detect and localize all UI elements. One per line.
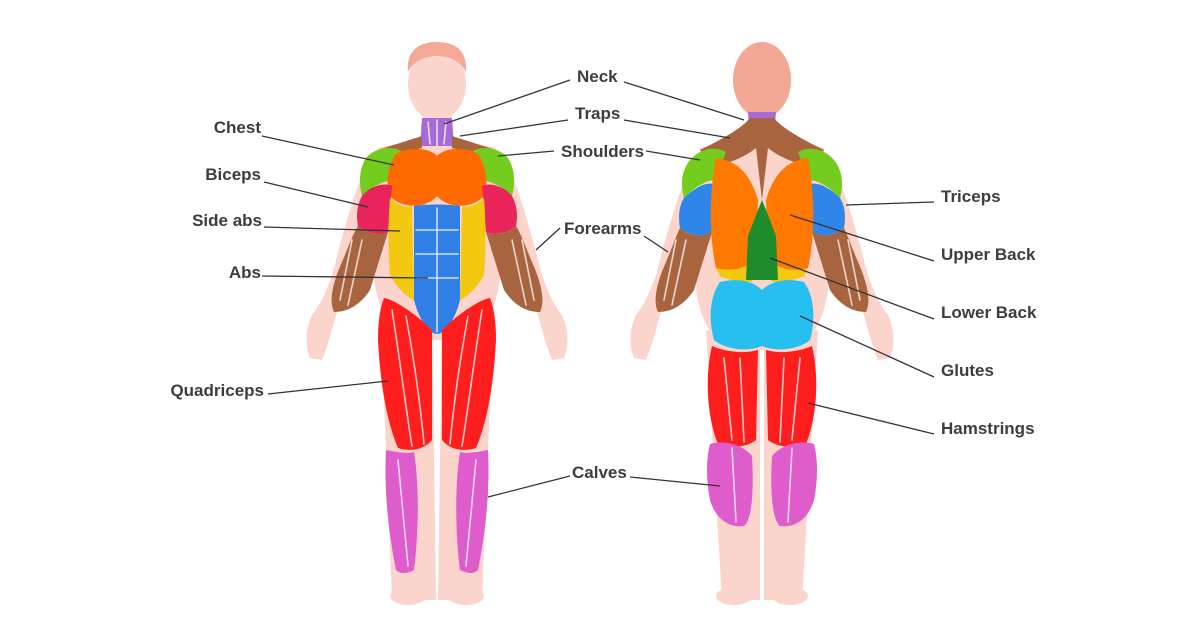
back-traps	[700, 118, 824, 200]
label-calves: Calves	[572, 463, 627, 482]
label-shoulders: Shoulders	[561, 142, 644, 161]
front-forearm-right	[486, 226, 543, 312]
front-bicep-left	[357, 184, 392, 234]
label-forearms: Forearms	[564, 219, 641, 238]
label-traps: Traps	[575, 104, 620, 123]
front-shoulder-right	[472, 148, 515, 196]
back-side-right	[768, 260, 808, 282]
front-side-abs-right	[460, 198, 486, 300]
back-glute-right	[762, 280, 814, 350]
back-glute-left	[710, 280, 762, 350]
front-calf-left	[385, 450, 418, 573]
front-chest-left	[387, 148, 437, 206]
labels: Neck Traps Shoulders Forearms Calves Che…	[170, 67, 1037, 482]
front-side-abs-left	[388, 198, 414, 300]
back-calf-left	[707, 442, 753, 527]
back-forearm-right	[812, 228, 869, 312]
back-forearm-left	[655, 228, 712, 312]
back-shoulder-right	[798, 148, 842, 198]
front-bicep-right	[482, 184, 517, 234]
label-triceps: Triceps	[941, 187, 1001, 206]
back-tricep-left	[679, 183, 714, 236]
back-upper-left	[710, 158, 758, 270]
label-hamstrings: Hamstrings	[941, 419, 1035, 438]
back-hamstring-right	[766, 346, 817, 447]
back-side-left	[716, 260, 756, 282]
back-upper-right	[766, 158, 814, 270]
label-abs: Abs	[229, 263, 261, 282]
label-neck: Neck	[577, 67, 618, 86]
front-hair	[407, 42, 467, 72]
front-quad-left	[378, 298, 432, 450]
label-chest: Chest	[214, 118, 262, 137]
front-calf-right	[456, 450, 489, 573]
back-hamstring-left	[707, 346, 758, 447]
label-glutes: Glutes	[941, 361, 994, 380]
back-lower	[746, 200, 778, 280]
back-head	[733, 42, 791, 118]
front-quad-right	[442, 298, 496, 450]
front-forearm-left	[331, 226, 388, 312]
leader-lines	[261, 79, 935, 498]
back-calf-right	[771, 442, 817, 527]
label-upper-back: Upper Back	[941, 245, 1036, 264]
label-biceps: Biceps	[205, 165, 261, 184]
label-quadriceps: Quadriceps	[170, 381, 264, 400]
label-lower-back: Lower Back	[941, 303, 1037, 322]
back-tricep-right	[810, 183, 845, 236]
back-shoulder-left	[682, 148, 726, 198]
back-figure	[630, 42, 894, 605]
front-chest-right	[437, 148, 487, 206]
label-side-abs: Side abs	[192, 211, 262, 230]
